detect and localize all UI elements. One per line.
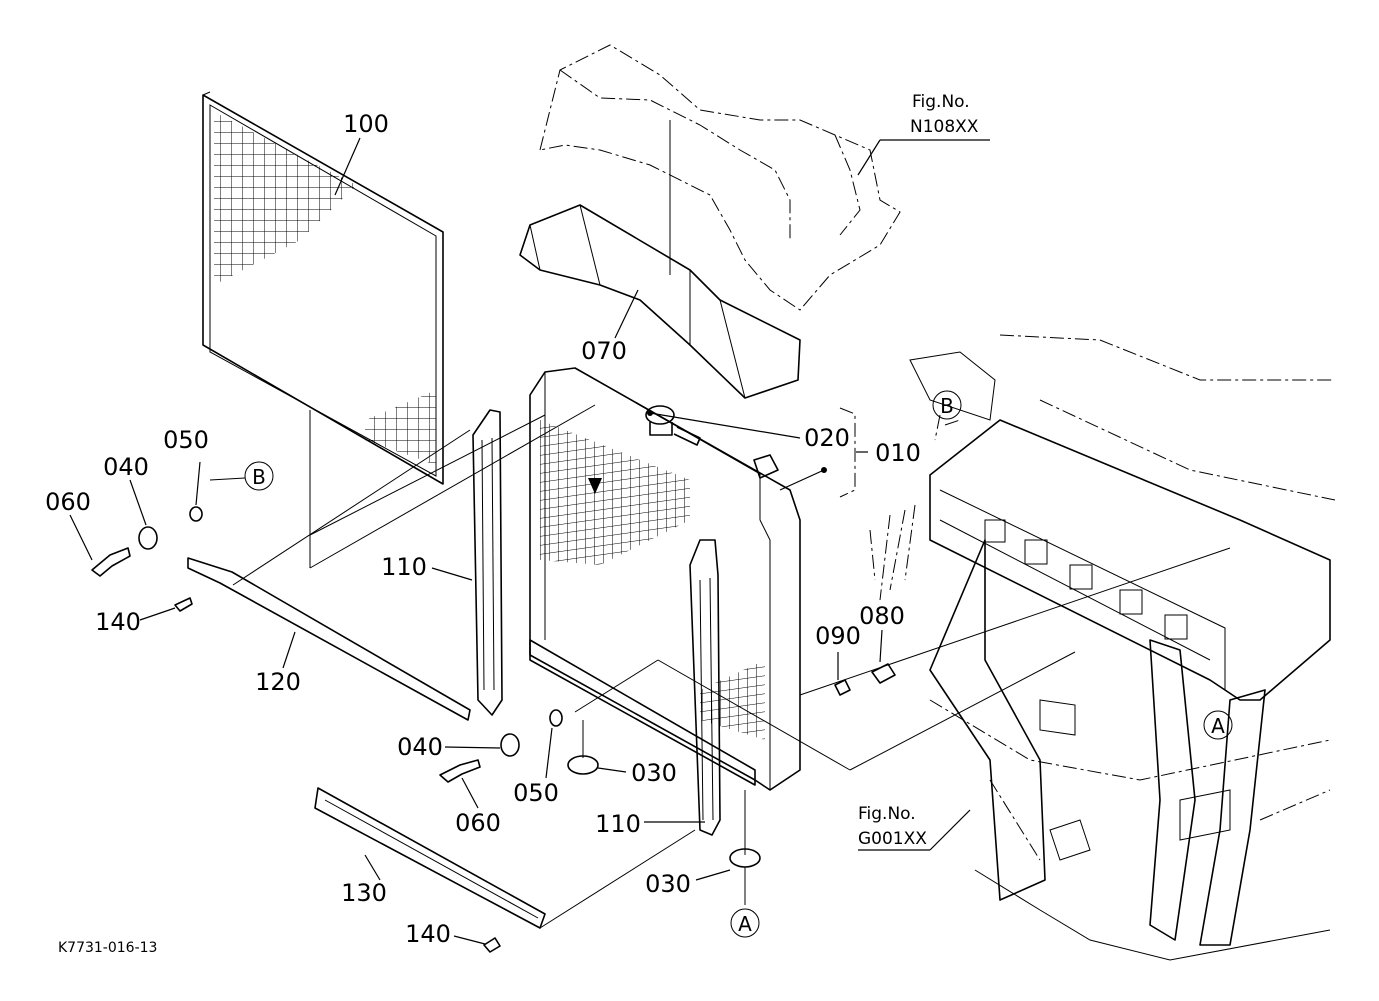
document-id: K7731-016-13 [58,940,157,956]
duct-piece-070 [519,204,801,399]
fig-label-top: Fig.No. [912,92,970,112]
callout-040-bottom: 040 [397,733,443,761]
callout-020: 020 [804,424,850,452]
callout-070: 070 [581,337,627,365]
screen-panel-100 [202,91,444,485]
callout-120: 120 [255,668,301,696]
callout-030-bottom: 030 [645,870,691,898]
callout-130: 130 [341,879,387,907]
callout-060-bottom: 060 [455,809,501,837]
ref-mark-b-left: B [252,465,266,489]
callout-050-bottom: 050 [513,779,559,807]
lower-bar-130 [314,787,546,929]
callout-110-left: 110 [381,553,427,581]
top-shroud-outline [539,44,901,311]
callout-090: 090 [815,622,861,650]
callout-010: 010 [875,439,921,467]
support-bar-120 [187,557,471,721]
leader-lines [69,137,990,945]
callout-080: 080 [859,602,905,630]
callout-labels: 100 070 020 010 050 040 060 140 110 120 … [45,110,921,948]
ref-mark-b-chassis: B [940,394,954,418]
reference-marks: B B A A [244,390,1233,938]
callout-060-top: 060 [45,488,91,516]
callout-040-top: 040 [103,453,149,481]
callout-140-top: 140 [95,608,141,636]
side-bracket-110-right [689,539,721,836]
callout-110-right: 110 [595,810,641,838]
radiator-010 [529,367,801,791]
callout-030-top: 030 [631,759,677,787]
ref-mark-a-bottom: A [738,912,752,936]
chassis-frame [909,334,1336,961]
ref-mark-a-chassis: A [1211,714,1225,738]
fig-label-bottom: Fig.No. [858,804,916,824]
callout-050-top: 050 [163,426,209,454]
fig-number-top: N108XX [910,117,979,137]
callout-140-bottom: 140 [405,920,451,948]
fig-number-bottom: G001XX [858,829,927,849]
callout-100: 100 [343,110,389,138]
figure-references: Fig.No. N108XX Fig.No. G001XX [858,92,979,849]
side-bracket-110-left [472,409,503,716]
guide-lines [209,404,1231,929]
hardware-parts [91,506,896,953]
